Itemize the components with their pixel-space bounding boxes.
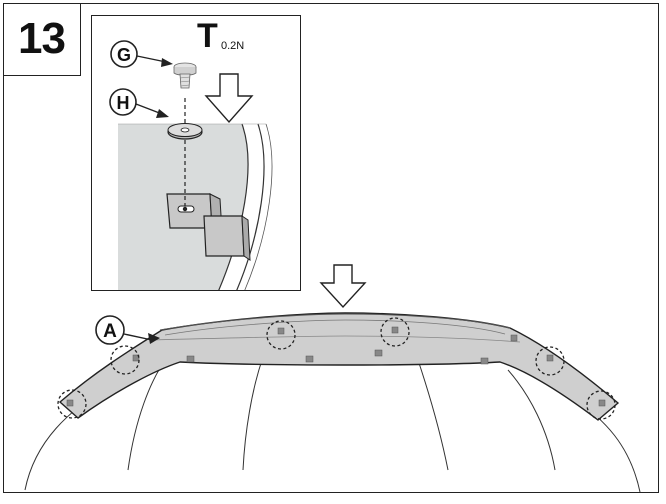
diagram-frame xyxy=(3,3,659,493)
callout-g xyxy=(110,40,173,68)
callout-a xyxy=(95,315,160,345)
mounting-bracket xyxy=(166,193,251,261)
screw-point-markers xyxy=(57,317,616,420)
down-arrow-icon xyxy=(204,73,254,124)
callout-g-label: G xyxy=(117,45,131,65)
torque-value: 0.2N xyxy=(221,40,245,52)
washer xyxy=(167,123,203,140)
callout-h-label: H xyxy=(117,93,130,113)
screw xyxy=(173,62,197,89)
step-number-box: 13 xyxy=(3,3,81,76)
torque-symbol: T xyxy=(197,17,218,55)
step-number: 13 xyxy=(18,14,66,63)
detail-scene: G H xyxy=(109,40,273,290)
callout-h xyxy=(109,88,169,118)
front-lip-spoiler xyxy=(58,312,620,421)
down-arrow-icon xyxy=(319,264,367,309)
detail-inset: G H xyxy=(91,15,301,291)
